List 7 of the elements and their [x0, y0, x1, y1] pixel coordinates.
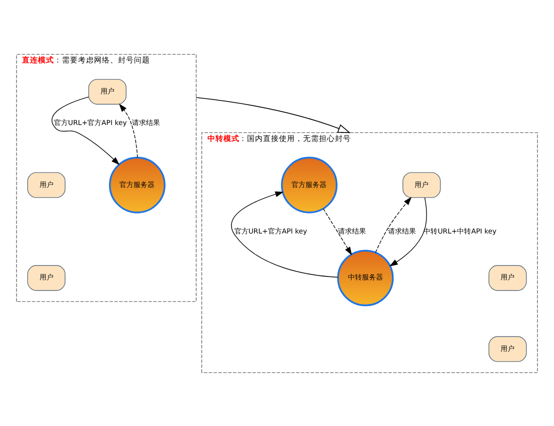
arrow [196, 96, 351, 133]
arrow [389, 196, 427, 266]
arrow [52, 96, 120, 165]
arrow [119, 103, 138, 158]
arrow [322, 208, 352, 255]
arrow [375, 196, 412, 252]
arrow [231, 190, 338, 278]
